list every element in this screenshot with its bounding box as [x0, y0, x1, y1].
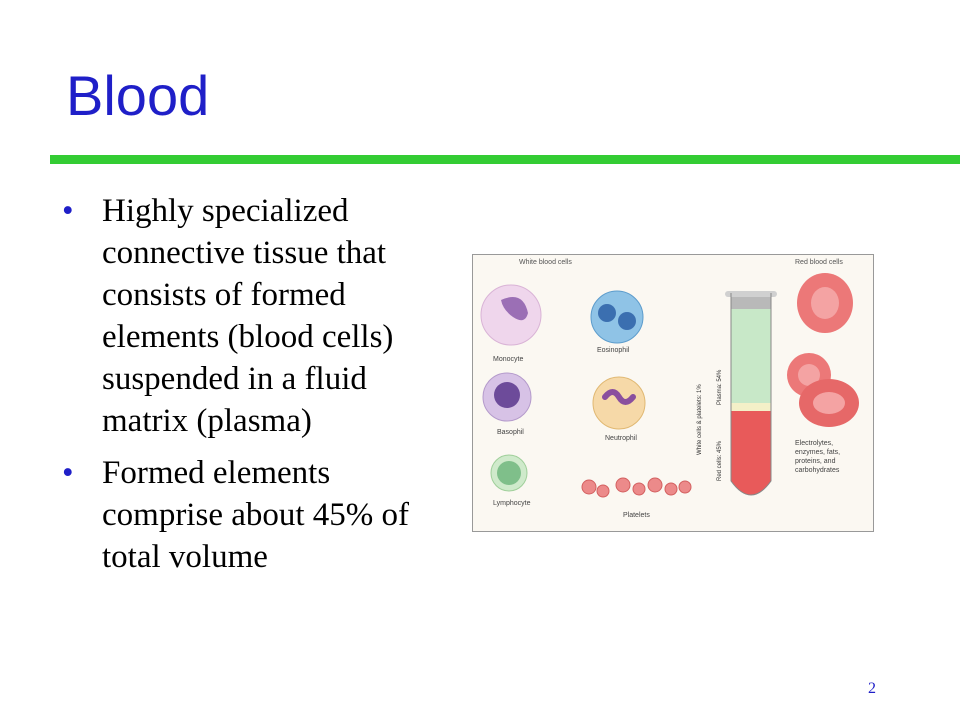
bullet-text: Formed elements comprise about 45% of to… [102, 455, 410, 575]
plasma-contents-line-4: carbohydrates [795, 467, 840, 474]
bullet-marker: • [62, 193, 74, 229]
bullet-text: Highly specialized connective tissue tha… [102, 193, 394, 439]
lymphocyte-label: Lymphocyte [493, 500, 531, 507]
bullet-list: • Highly specialized connective tissue t… [62, 190, 442, 588]
blood-composition-figure: White blood cells Red blood cells Monocy… [472, 254, 874, 532]
test-tube-icon [725, 291, 777, 496]
basophil-cell-icon [482, 372, 532, 422]
plasma-volume-label: Plasma: 54% [717, 369, 723, 405]
neutrophil-label: Neutrophil [605, 435, 637, 442]
rbc-header: Red blood cells [795, 259, 843, 266]
buffy-coat-label: White cells & platelets: 1% [697, 384, 703, 455]
plasma-contents-line-3: proteins, and [795, 458, 836, 465]
red-blood-cells-icon [787, 273, 859, 427]
title-divider [50, 155, 960, 164]
page-number: 2 [868, 680, 876, 697]
wbc-header: White blood cells [519, 259, 572, 266]
bullet-item: • Formed elements comprise about 45% of … [62, 452, 442, 578]
plasma-contents-line-2: enzymes, fats, [795, 449, 840, 456]
monocyte-cell-icon [480, 284, 542, 346]
plasma-contents-line-1: Electrolytes, [795, 440, 833, 447]
red-cells-volume-label: Red cells: 45% [717, 440, 723, 481]
monocyte-label: Monocyte [493, 356, 523, 363]
eosinophil-cell-icon [590, 290, 644, 344]
neutrophil-cell-icon [592, 376, 646, 430]
bullet-marker: • [62, 455, 74, 491]
basophil-label: Basophil [497, 429, 524, 436]
bullet-item: • Highly specialized connective tissue t… [62, 190, 442, 442]
platelets-icon [581, 477, 692, 498]
slide-title: Blood [66, 64, 210, 127]
eosinophil-label: Eosinophil [597, 347, 630, 354]
lymphocyte-cell-icon [490, 454, 528, 492]
platelets-label: Platelets [623, 512, 650, 519]
